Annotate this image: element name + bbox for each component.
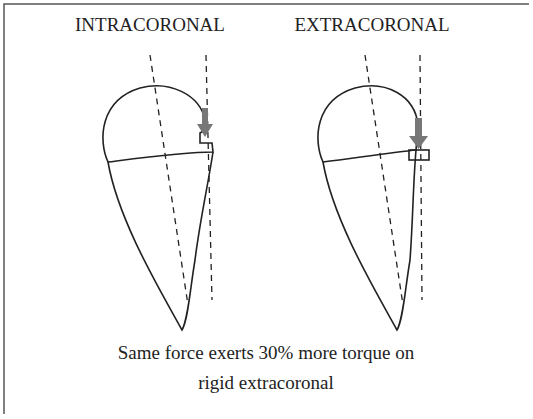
figure-caption: Same force exerts 30% more torque on rig…: [117, 338, 415, 398]
frame-border: [4, 4, 529, 414]
panel-heading: INTRACORONAL: [75, 14, 225, 36]
panel-heading: EXTRACORONAL: [294, 14, 449, 36]
axis-lines: [150, 55, 212, 305]
axis-lines: [365, 55, 422, 305]
extracoronal-tooth: [318, 86, 429, 330]
rest-attachment: [409, 150, 429, 160]
intracoronal-tooth: [103, 86, 213, 330]
force-arrow: [197, 108, 213, 137]
force-arrow: [409, 118, 428, 149]
